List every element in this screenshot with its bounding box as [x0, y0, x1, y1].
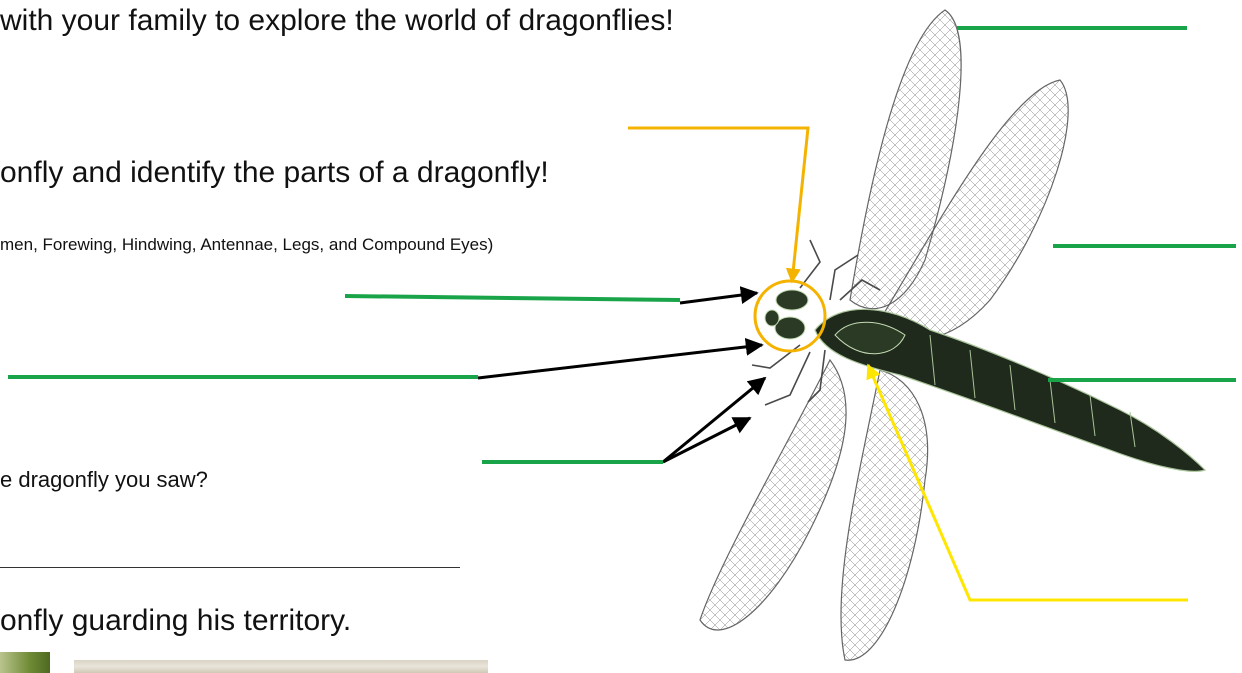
hindwing-lower-icon — [841, 370, 928, 660]
antenna-pointer-arrow — [478, 345, 762, 378]
forewing-lower-icon — [700, 360, 846, 630]
head-label-connector — [628, 128, 808, 282]
dragonfly-head-icon — [765, 290, 808, 339]
label-blank-eyes — [345, 296, 680, 300]
leg-pointer-arrow-1 — [663, 378, 765, 462]
eye-pointer-arrow — [680, 293, 757, 303]
